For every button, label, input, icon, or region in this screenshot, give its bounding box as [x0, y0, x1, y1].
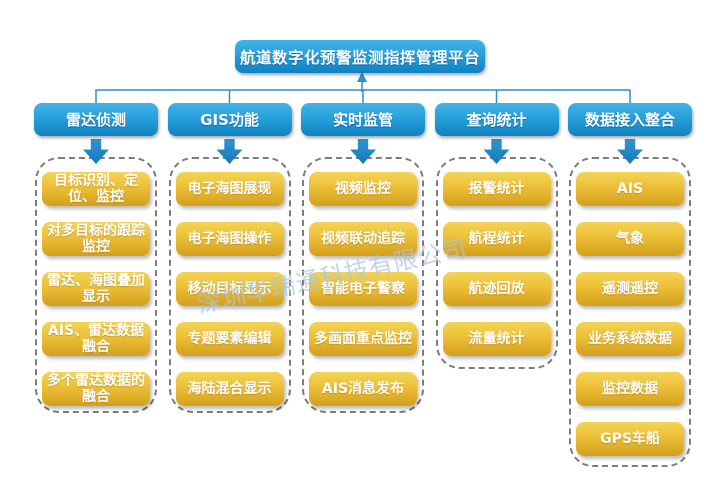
branch-group-2: 电子海图展现电子海图操作移动目标显示专题要素编辑海陆混合显示: [168, 157, 291, 413]
branch-item: 目标识别、定位、监控: [42, 172, 150, 206]
branch-item: 多个雷达数据的融合: [42, 372, 150, 406]
branch-item: 专题要素编辑: [175, 322, 284, 356]
branch-item: 视频联动追踪: [309, 222, 417, 256]
branch-item: 海陆混合显示: [175, 372, 284, 406]
branch-group-1: 目标识别、定位、监控对多目标的跟踪监控雷达、海图叠加显示 AIS、雷达数据融合多个…: [35, 157, 157, 413]
branch-header-3: 实时监管: [301, 103, 425, 136]
branch-item: 视频监控: [309, 172, 417, 206]
branch-header-2: GIS功能: [167, 103, 292, 136]
branch-item: AIS: [576, 172, 684, 206]
branch-header-5: 数据接入整合: [568, 103, 692, 136]
branch-item: 对多目标的跟踪监控: [42, 222, 150, 256]
branch-item: AIS消息发布: [309, 372, 417, 406]
branch-item: GPS车船: [576, 422, 684, 456]
platform-title-label: 航道数字化预警监测指挥管理平台: [239, 48, 480, 67]
platform-title-box: 航道数字化预警监测指挥管理平台: [235, 40, 485, 73]
branch-item: 业务系统数据: [576, 322, 684, 356]
branch-item: 智能电子警察: [309, 272, 417, 306]
branch-item: 多画面重点监控: [309, 322, 417, 356]
branch-item: 航程统计: [442, 222, 551, 256]
branch-item: 航迹回放: [442, 272, 551, 306]
branch-item: AIS、雷达数据融合: [42, 322, 150, 356]
branch-header-1: 雷达侦测: [34, 103, 158, 136]
branch-item: 报警统计: [442, 172, 551, 206]
branch-header-4: 查询统计: [434, 103, 559, 136]
branch-group-5: AIS 气象遥测遥控业务系统数据监控数据 GPS车船: [569, 157, 691, 467]
branch-group-3: 视频监控视频联动追踪智能电子警察多画面重点监控 AIS消息发布: [302, 157, 424, 413]
branch-group-4: 报警统计航程统计航迹回放流量统计: [435, 157, 558, 369]
branch-item: 监控数据: [576, 372, 684, 406]
branch-item: 遥测遥控: [576, 272, 684, 306]
up-arrow-icon: [357, 72, 367, 82]
branch-item: 气象: [576, 222, 684, 256]
branch-item: 电子海图展现: [175, 172, 284, 206]
branch-item: 电子海图操作: [175, 222, 284, 256]
branch-item: 雷达、海图叠加显示: [42, 272, 150, 306]
branch-item: 移动目标显示: [175, 272, 284, 306]
branch-item: 流量统计: [442, 322, 551, 356]
